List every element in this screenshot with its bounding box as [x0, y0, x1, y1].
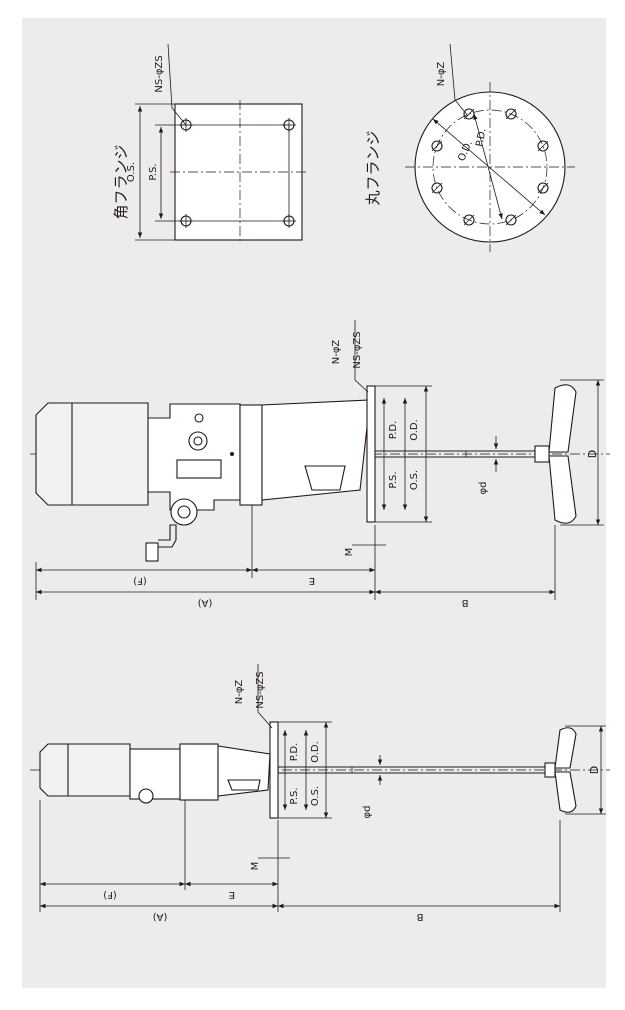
round-flange-view: 丸フランジ O.D. P.D. N-φZ — [364, 43, 575, 252]
small-mixer-os-label: O.S. — [310, 786, 321, 806]
large-mixer-os-label: O.S. — [409, 470, 420, 490]
large-mixer-b-label: B — [461, 597, 468, 608]
small-mixer-f-label: (F) — [103, 889, 117, 900]
small-motor-body — [39, 743, 131, 797]
large-mixer-shaft-label: φd — [478, 482, 489, 495]
small-mixer-a-label: (A) — [153, 911, 168, 922]
small-lantern — [217, 745, 271, 797]
small-gearbox — [129, 748, 181, 800]
small-reducer — [179, 743, 219, 801]
small-mounting-flange — [269, 721, 279, 819]
round-flange-pd-label: P.D. — [475, 127, 489, 147]
bearing-housing — [239, 404, 263, 506]
impeller-blade-top — [548, 384, 577, 453]
small-mixer-e-label: E — [229, 889, 235, 900]
round-flange-hole-label: N-φZ — [436, 62, 447, 87]
large-mixer-d-label: D — [586, 450, 599, 458]
large-mixer-f-label: (F) — [133, 575, 147, 586]
round-flange-title: 丸フランジ — [364, 130, 382, 205]
small-impeller-blade-bottom — [554, 771, 577, 813]
small-mixer-od-label: O.D. — [310, 741, 321, 763]
small-mixer-shaft-label: φd — [362, 806, 373, 819]
large-mixer-od-label: O.D. — [409, 419, 420, 441]
mounting-flange — [366, 385, 376, 523]
square-flange-os-label: O.S. — [126, 162, 137, 182]
large-mixer-hole-label-1: N-φZ — [331, 340, 342, 365]
square-flange-hole-label: NS-φZS — [154, 55, 165, 92]
small-mixer-b-label: B — [416, 911, 423, 922]
small-mixer-ps-label: P.S. — [289, 787, 300, 804]
motor-body — [35, 402, 149, 506]
small-mixer-view: (F) E (A) B M D φd P.S. O.S. P.D. O.D. N… — [30, 664, 610, 922]
small-mixer-hole-label-2: NS-φZS — [255, 671, 266, 708]
lantern — [261, 399, 371, 501]
small-mixer-d-label: D — [588, 766, 601, 774]
small-impeller-blade-top — [554, 727, 577, 769]
square-flange-view: 角フランジ O.S. P.S. NS-φZS — [112, 43, 306, 244]
square-flange-title: 角フランジ — [112, 144, 130, 219]
large-mixer-e-label: E — [309, 575, 315, 586]
impeller-blade-bottom — [548, 455, 577, 524]
large-mixer-ps-label: P.S. — [388, 471, 399, 488]
large-mixer-pd-label: P.D. — [388, 421, 399, 440]
gearbox — [147, 403, 241, 511]
large-mixer-hole-label-2: NS-φZS — [352, 331, 363, 368]
large-mixer-view: (F) E (A) B M D φd P.S. O.S. P.D. O.D. N… — [30, 320, 610, 608]
large-mixer-a-label: (A) — [198, 597, 213, 608]
square-flange-ps-label: P.S. — [148, 163, 159, 180]
small-mixer-hole-label-1: N-φZ — [234, 680, 245, 705]
large-mixer-m-label: M — [344, 548, 355, 557]
small-mixer-m-label: M — [250, 862, 261, 871]
small-mixer-pd-label: P.D. — [289, 743, 300, 762]
